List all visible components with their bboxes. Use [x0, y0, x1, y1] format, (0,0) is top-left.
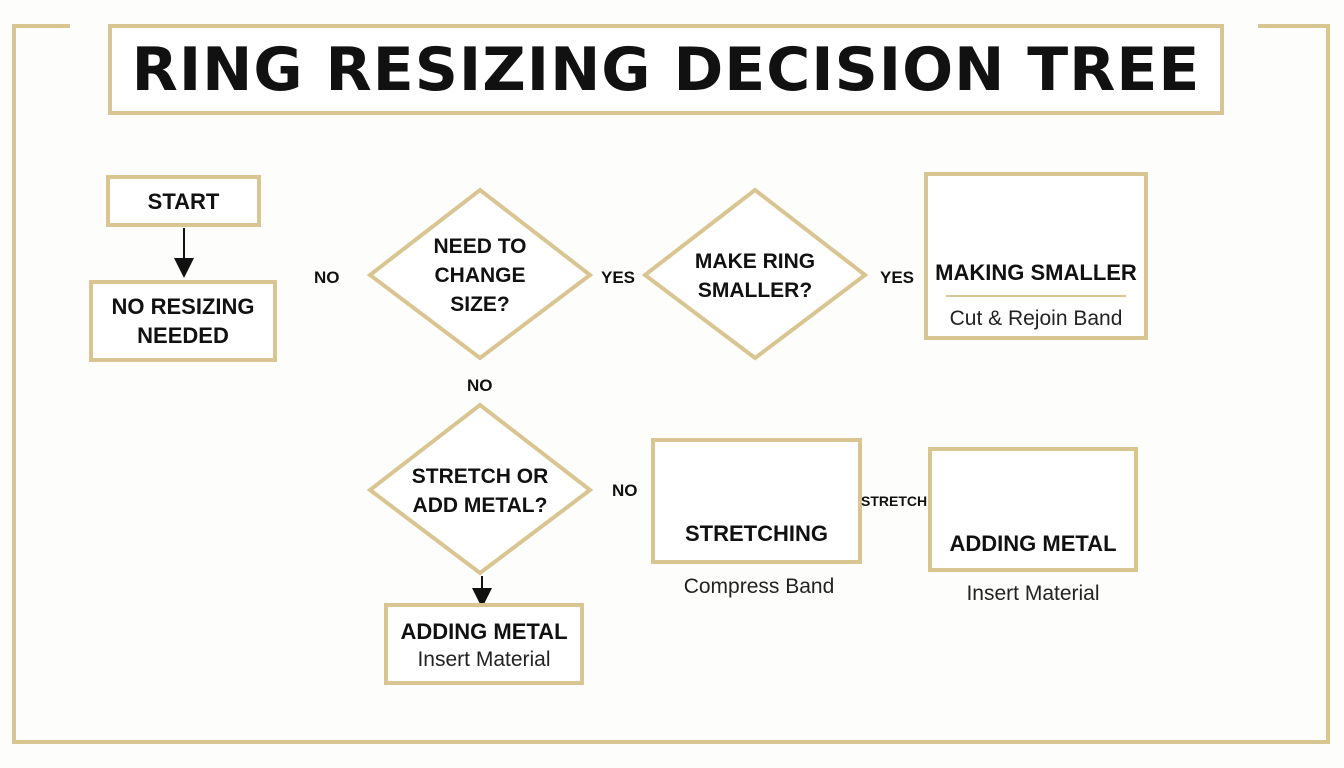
page-title: RING RESIZING DECISION TREE [131, 34, 1201, 105]
stretching-caption: Compress Band [683, 575, 835, 598]
edge-label-no-right: NO [612, 481, 638, 500]
adding-metal-bottom-subtitle: Insert Material [417, 647, 551, 671]
making-smaller-subtitle: Cut & Rejoin Band [949, 307, 1123, 330]
no-resizing-label: NO RESIZING NEEDED [111, 294, 255, 348]
adding-metal-bottom-box: ADDING METAL Insert Material [384, 603, 584, 685]
frame-top-left [12, 24, 70, 28]
making-smaller-title: MAKING SMALLER [935, 260, 1137, 285]
start-label: START [147, 188, 220, 214]
making-smaller-box: MAKING SMALLER Cut & Rejoin Band [924, 172, 1148, 340]
start-box: START [106, 175, 261, 227]
diamond-stretch-or-add [366, 402, 594, 576]
title-box: RING RESIZING DECISION TREE [108, 24, 1224, 115]
making-smaller-divider [946, 295, 1126, 297]
diamond-need-change [366, 187, 594, 361]
stretching-title: STRETCHING [685, 521, 828, 546]
adding-metal-right-box: ADDING METAL [928, 447, 1138, 572]
frame-top-right [1258, 24, 1330, 28]
need-change-label: NEED TO CHANGE SIZE? [433, 234, 527, 316]
edge-label-stretch: STRETCH [861, 493, 928, 509]
adding-metal-right-title: ADDING METAL [949, 531, 1117, 556]
edge-label-yes-2: YES [880, 268, 915, 287]
frame-left [12, 24, 16, 744]
adding-metal-right-caption: Insert Material [966, 582, 1100, 605]
stretch-or-add-label: STRETCH OR ADD METAL? [411, 465, 549, 517]
frame-bottom [12, 740, 1330, 744]
edge-label-yes-1: YES [601, 268, 636, 287]
adding-metal-bottom-title: ADDING METAL [400, 618, 568, 644]
diamond-make-smaller [641, 187, 869, 361]
stretching-box: STRETCHING [651, 438, 862, 564]
make-smaller-label: MAKE RING SMALLER? [694, 250, 816, 302]
no-resizing-box: NO RESIZING NEEDED [89, 280, 277, 362]
frame-right [1326, 24, 1330, 744]
edge-label-no-left: NO [314, 268, 340, 287]
edge-label-no-down: NO [467, 376, 493, 395]
